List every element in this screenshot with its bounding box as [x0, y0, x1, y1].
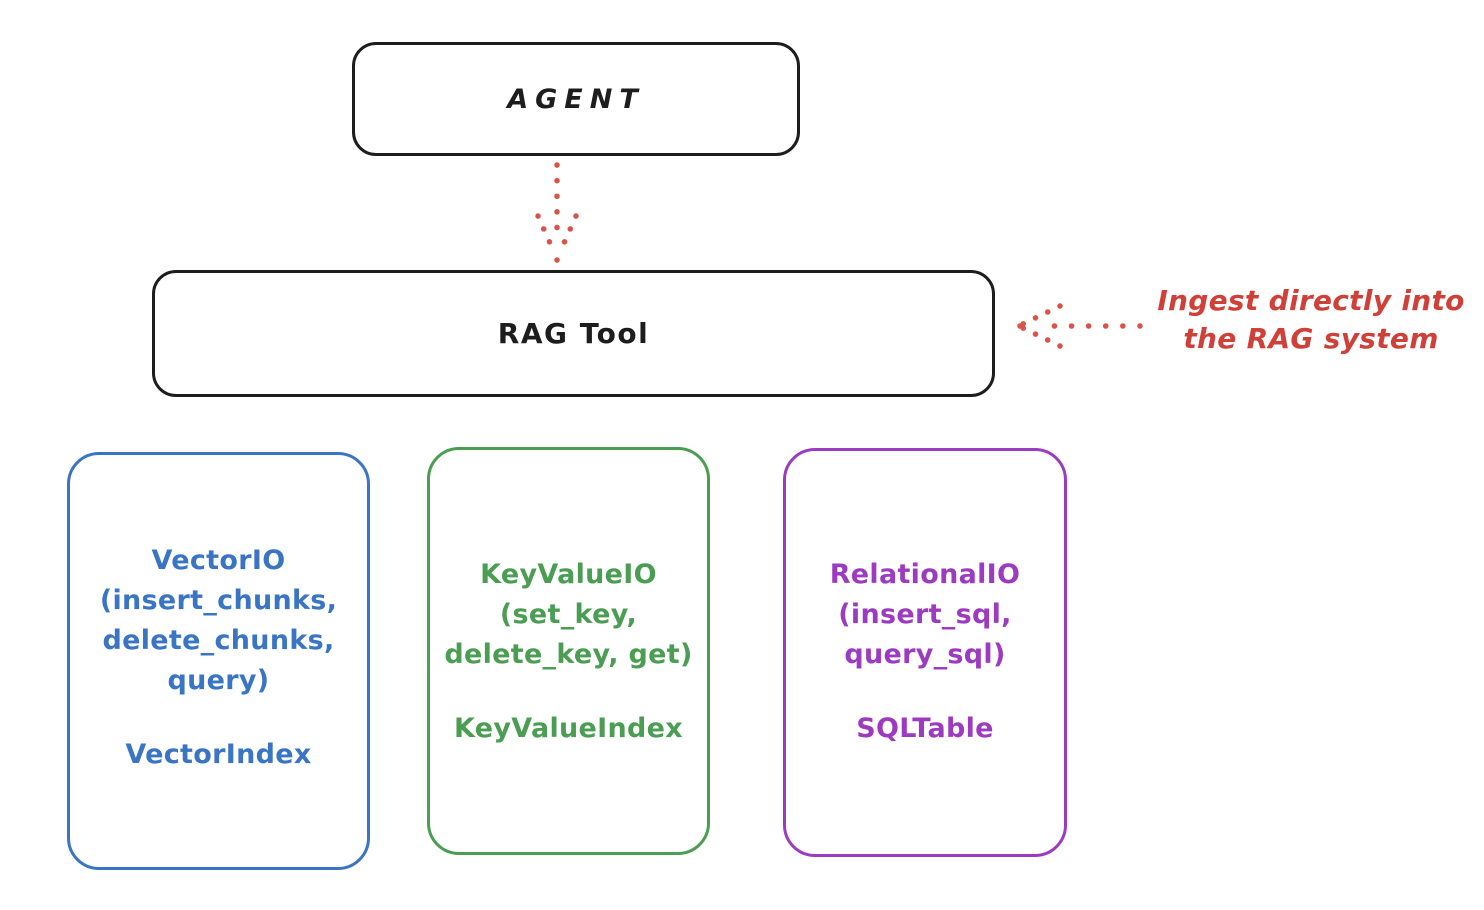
keyvalue-io-signature: KeyValueIO (set_key, delete_key, get): [444, 559, 693, 670]
ingest-annotation-line1: Ingest directly into: [1157, 284, 1465, 317]
agent-node-label: AGENT: [507, 83, 645, 115]
ingest-annotation-line2: the RAG system: [1183, 322, 1439, 355]
rag-tool-node-label: RAG Tool: [497, 317, 650, 350]
keyvalue-index-label: KeyValueIndex: [453, 713, 683, 744]
vector-index-label: VectorIndex: [125, 739, 312, 770]
vector-io-signature: VectorIO (insert_chunks, delete_chunks, …: [99, 545, 338, 696]
dotted-arrow-left-icon: [1017, 303, 1143, 349]
dotted-arrow-down-icon: [535, 162, 579, 263]
agent-node: AGENT: [352, 42, 800, 156]
relational-io-signature: RelationalIO (insert_sql, query_sql): [829, 559, 1021, 670]
sql-table-label: SQLTable: [856, 713, 994, 744]
vector-io-node: VectorIO (insert_chunks, delete_chunks, …: [67, 452, 370, 870]
keyvalue-io-node: KeyValueIO (set_key, delete_key, get) Ke…: [427, 447, 710, 855]
relational-io-node: RelationalIO (insert_sql, query_sql) SQL…: [783, 448, 1067, 857]
rag-tool-node: RAG Tool: [152, 270, 995, 397]
ingest-annotation: Ingest directly into the RAG system: [1145, 282, 1477, 358]
